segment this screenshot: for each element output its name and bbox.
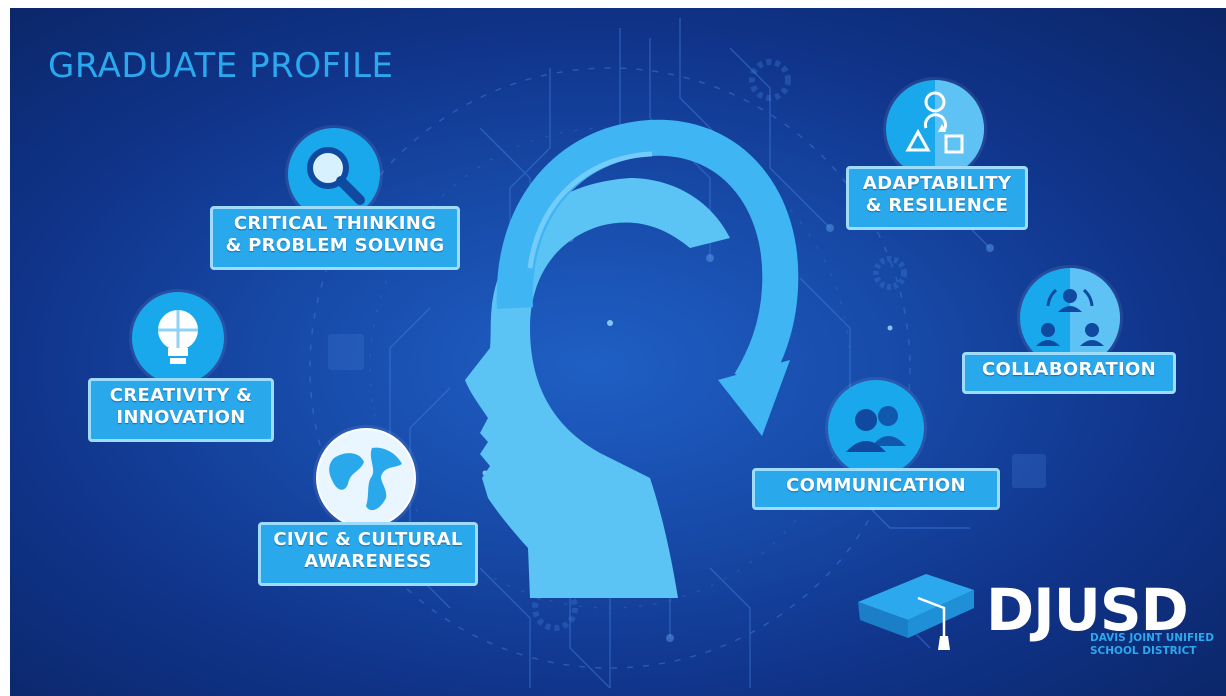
lightbulb-puzzle-icon: [158, 310, 198, 364]
communication-line1: COMMUNICATION: [786, 475, 966, 496]
shapes-cycle-icon: [905, 80, 984, 178]
adaptability-line1: ADAPTABILITY: [862, 173, 1012, 194]
globe-icon: [318, 430, 414, 526]
critical-thinking-line1: CRITICAL THINKING: [233, 213, 437, 234]
people-talking-icon: [846, 406, 906, 452]
civic-badge: [316, 428, 416, 528]
adaptability-line2: & RESILIENCE: [865, 195, 1009, 216]
critical-thinking-badge: [288, 128, 380, 220]
magnifier-icon: [307, 147, 365, 205]
logo-subtitle: DAVIS JOINT UNIFIED SCHOOL DISTRICT: [1090, 632, 1214, 658]
collaboration-badge: [1020, 268, 1120, 368]
civic-line1: CIVIC & CULTURAL: [273, 529, 463, 550]
creativity-line2: INNOVATION: [116, 407, 246, 428]
head-silhouette: [465, 119, 799, 598]
civic-label: CIVIC & CULTURAL AWARENESS: [258, 522, 478, 586]
critical-thinking-line2: & PROBLEM SOLVING: [225, 235, 445, 256]
creativity-label: CREATIVITY & INNOVATION: [88, 378, 274, 442]
communication-badge: [828, 380, 924, 476]
collaboration-label: COLLABORATION: [962, 352, 1176, 394]
logo-subtitle-line1: DAVIS JOINT UNIFIED: [1090, 632, 1214, 644]
graduation-cap-icon: [858, 574, 974, 650]
page-title: GRADUATE PROFILE: [48, 46, 394, 86]
adaptability-badge: [886, 80, 984, 178]
logo-wordmark: DJUSD: [986, 576, 1189, 644]
creativity-badge: [132, 292, 224, 384]
collaboration-line1: COLLABORATION: [981, 359, 1157, 380]
communication-label: COMMUNICATION: [752, 468, 1000, 510]
civic-line2: AWARENESS: [304, 551, 432, 572]
graduate-profile-infographic: GRADUATE PROFILE CRITICAL THINKING & PRO…: [10, 8, 1226, 696]
logo-subtitle-line2: SCHOOL DISTRICT: [1090, 645, 1197, 657]
critical-thinking-label: CRITICAL THINKING & PROBLEM SOLVING: [210, 206, 460, 270]
creativity-line1: CREATIVITY &: [109, 385, 253, 406]
adaptability-label: ADAPTABILITY & RESILIENCE: [846, 166, 1028, 230]
people-network-icon: [1036, 268, 1120, 368]
